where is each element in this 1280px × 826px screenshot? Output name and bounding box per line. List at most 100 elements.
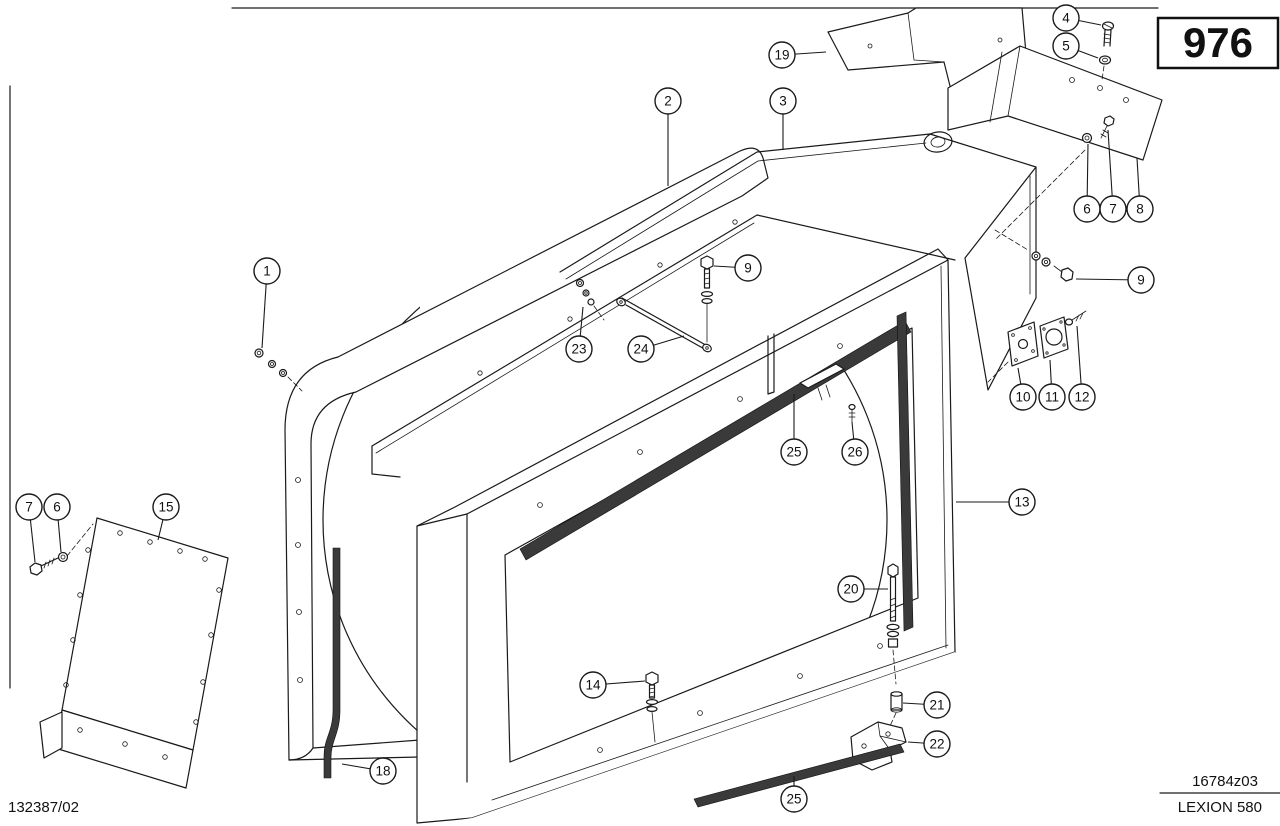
callout-balloon[interactable] (1009, 383, 1037, 411)
callout-11-14[interactable]: 11 (1038, 359, 1066, 411)
callout-balloon[interactable] (769, 87, 797, 115)
callout-15-21[interactable]: 15 (152, 493, 180, 541)
callout-number: 24 (633, 342, 649, 357)
callout-2-1[interactable]: 2 (654, 87, 682, 186)
callout-balloon[interactable] (837, 575, 865, 603)
callout-number: 19 (774, 48, 789, 63)
callout-balloon[interactable] (1127, 266, 1155, 294)
callout-balloon[interactable] (1038, 383, 1066, 411)
callout-number: 4 (1062, 11, 1070, 26)
side-plate-part15 (39, 517, 229, 789)
bolt-part7-top (1100, 115, 1115, 139)
callout-26-17[interactable]: 26 (841, 421, 869, 466)
bolt-part7-left (29, 557, 59, 576)
callout-number: 5 (1062, 39, 1070, 54)
callout-number: 6 (53, 500, 61, 515)
callout-balloon[interactable] (152, 493, 180, 521)
callout-balloon[interactable] (565, 335, 593, 363)
callout-balloon[interactable] (768, 41, 796, 69)
callout-balloon[interactable] (1052, 32, 1080, 60)
callout-balloon[interactable] (15, 493, 43, 521)
callout-number: 18 (375, 764, 390, 779)
top-panel-part3 (371, 131, 1037, 514)
angle-bracket-part26-area (767, 333, 856, 423)
title-block: 976 (1156, 16, 1280, 70)
seal-strip-right (896, 311, 914, 632)
callout-number: 9 (1137, 273, 1145, 288)
page-number: 976 (1183, 19, 1253, 66)
callout-7-7[interactable]: 7 (1099, 129, 1127, 223)
drawing-ref: 16784z03 (1192, 773, 1258, 790)
callout-12-15[interactable]: 12 (1068, 325, 1096, 411)
mask-top (420, 88, 930, 315)
bolt-assembly-part20 (886, 563, 900, 685)
callout-balloon[interactable] (780, 438, 808, 466)
callout-21-24[interactable]: 21 (902, 691, 951, 719)
screw-part12 (1064, 310, 1087, 326)
cover-plate-part10 (987, 321, 1039, 383)
callout-13-18[interactable]: 13 (956, 488, 1036, 516)
callout-19-5[interactable]: 19 (768, 41, 827, 69)
callout-9-9[interactable]: 9 (713, 254, 762, 282)
callout-balloon[interactable] (1099, 195, 1127, 223)
callout-number: 20 (843, 582, 858, 597)
callout-3-2[interactable]: 3 (769, 87, 797, 150)
seal-frame-part2-bottomband-fill (289, 740, 420, 760)
callout-10-13[interactable]: 10 (1009, 367, 1037, 411)
callout-4-3[interactable]: 4 (1052, 4, 1102, 32)
callout-8-8[interactable]: 8 (1126, 157, 1154, 223)
callout-number: 12 (1074, 390, 1089, 405)
callout-balloon[interactable] (369, 757, 397, 785)
callout-balloon[interactable] (579, 671, 607, 699)
callout-number: 25 (786, 445, 801, 460)
callout-25-27[interactable]: 25 (780, 776, 808, 813)
callout-20-22[interactable]: 20 (837, 575, 888, 603)
callout-6-20[interactable]: 6 (43, 493, 71, 553)
callout-number: 2 (664, 94, 672, 109)
callout-balloon[interactable] (923, 691, 951, 719)
washer-part6-top (1081, 132, 1093, 144)
callout-number: 6 (1083, 202, 1091, 217)
model-label: LEXION 580 (1178, 799, 1262, 816)
callout-number: 11 (1045, 390, 1059, 405)
callout-balloon[interactable] (923, 730, 951, 758)
callout-number: 7 (25, 500, 33, 515)
screw-set-part23 (575, 278, 605, 321)
bolt-assembly-part9-left (700, 255, 714, 343)
gasket-part11 (1039, 316, 1069, 359)
callout-balloon[interactable] (253, 257, 281, 285)
callout-balloon[interactable] (1052, 4, 1080, 32)
filler-port (923, 131, 953, 153)
screw-part4 (1101, 21, 1115, 47)
callout-balloon[interactable] (654, 87, 682, 115)
callout-5-4[interactable]: 5 (1052, 32, 1099, 60)
callout-balloon[interactable] (1126, 195, 1154, 223)
callout-balloon[interactable] (841, 438, 869, 466)
callout-1-0[interactable]: 1 (253, 257, 281, 349)
seal-strip-part18 (323, 547, 341, 779)
callout-6-6[interactable]: 6 (1073, 143, 1101, 223)
callout-number: 22 (929, 737, 944, 752)
mask-bottom (417, 652, 960, 826)
doc-ref: 132387/02 (8, 799, 79, 816)
callout-balloon[interactable] (734, 254, 762, 282)
callout-14-23[interactable]: 14 (579, 671, 646, 699)
screw-part26 (848, 403, 856, 411)
callout-number: 14 (585, 678, 601, 693)
callout-18-26[interactable]: 18 (341, 757, 397, 785)
callout-23-11[interactable]: 23 (565, 306, 593, 363)
callout-24-12[interactable]: 24 (627, 335, 685, 363)
callout-balloon[interactable] (780, 785, 808, 813)
callout-7-19[interactable]: 7 (15, 493, 43, 563)
callout-balloon[interactable] (1068, 383, 1096, 411)
callout-9-10[interactable]: 9 (1075, 266, 1155, 294)
nut-part5 (1098, 55, 1112, 81)
callout-balloon[interactable] (1008, 488, 1036, 516)
callout-22-25[interactable]: 22 (907, 730, 951, 758)
callout-balloon[interactable] (627, 335, 655, 363)
callout-25-16[interactable]: 25 (780, 394, 808, 466)
callout-number: 10 (1015, 390, 1030, 405)
callout-balloon[interactable] (43, 493, 71, 521)
